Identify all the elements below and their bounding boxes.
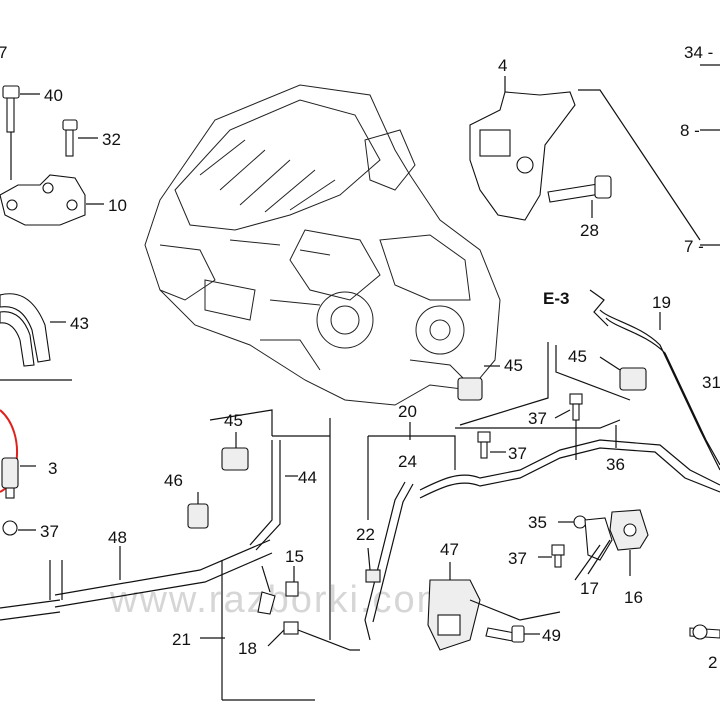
label-49: 49 (542, 626, 561, 645)
bolt-40 (2, 85, 40, 133)
bracket-17 (574, 517, 613, 581)
sensor-45a (221, 432, 249, 471)
label-37b: 37 (508, 444, 527, 463)
label-35: 35 (528, 513, 547, 532)
mount-bracket-10 (0, 174, 104, 226)
label-7-top: 7 (0, 43, 7, 62)
label-4: 4 (498, 56, 507, 75)
hose-48 (0, 539, 273, 621)
label-15: 15 (285, 547, 304, 566)
label-17: 17 (580, 579, 599, 598)
label-16: 16 (624, 588, 643, 607)
label-48: 48 (108, 528, 127, 547)
label-21: 21 (172, 630, 191, 649)
label-24: 24 (398, 452, 417, 471)
label-10: 10 (108, 196, 127, 215)
bolt-37a (2, 520, 36, 536)
clip-22 (365, 547, 381, 583)
watermark: www.razborki.com (109, 579, 450, 621)
label-2: 2 (708, 653, 717, 672)
label-37a: 37 (40, 522, 59, 541)
label-43: 43 (70, 314, 89, 333)
label-22: 22 (356, 525, 375, 544)
label-34: 34 - (684, 43, 713, 62)
label-31: 31 (702, 373, 720, 392)
label-19: 19 (652, 293, 671, 312)
clip-18 (267, 621, 360, 651)
section-ref-e3: E-3 (543, 289, 569, 308)
hose-assembly-20 (364, 422, 720, 641)
hose-43 (0, 293, 66, 367)
label-44: 44 (298, 468, 317, 487)
sensor-45c (599, 356, 647, 391)
bolt-37b (477, 431, 506, 459)
label-47: 47 (440, 540, 459, 559)
pipe-44 (249, 418, 331, 640)
label-3: 3 (48, 459, 57, 478)
label-8: 8 - (680, 121, 700, 140)
label-40: 40 (44, 86, 63, 105)
bolt-35 (558, 515, 587, 529)
bolt-28 (547, 175, 612, 218)
label-18: 18 (238, 639, 257, 658)
bolt-37d (538, 544, 565, 568)
bolt-2 (689, 624, 720, 640)
bolt-49 (485, 625, 540, 643)
label-45c: 45 (568, 347, 587, 366)
valve-47 (427, 562, 561, 651)
label-20: 20 (398, 402, 417, 421)
clip-15 (285, 566, 299, 597)
label-32: 32 (102, 130, 121, 149)
part-labels: 7 40 32 10 43 3 37 48 46 45 44 15 21 18 … (0, 43, 720, 672)
label-37d: 37 (508, 549, 527, 568)
bolt-32 (62, 119, 98, 157)
bracket-21 (200, 560, 315, 701)
valve-16 (609, 509, 649, 576)
bolt-37c (554, 393, 583, 421)
label-37c: 37 (528, 409, 547, 428)
sensor-3 (1, 457, 36, 499)
label-45b: 45 (504, 356, 523, 375)
label-46: 46 (164, 471, 183, 490)
label-45a: 45 (224, 411, 243, 430)
label-36: 36 (606, 455, 625, 474)
mount-4 (469, 76, 576, 221)
label-28: 28 (580, 221, 599, 240)
sensor-45b (457, 365, 500, 401)
label-7: 7 - (684, 237, 704, 256)
engine-assembly (144, 84, 501, 406)
sensor-46 (187, 492, 209, 529)
pipe-19 (589, 289, 720, 471)
